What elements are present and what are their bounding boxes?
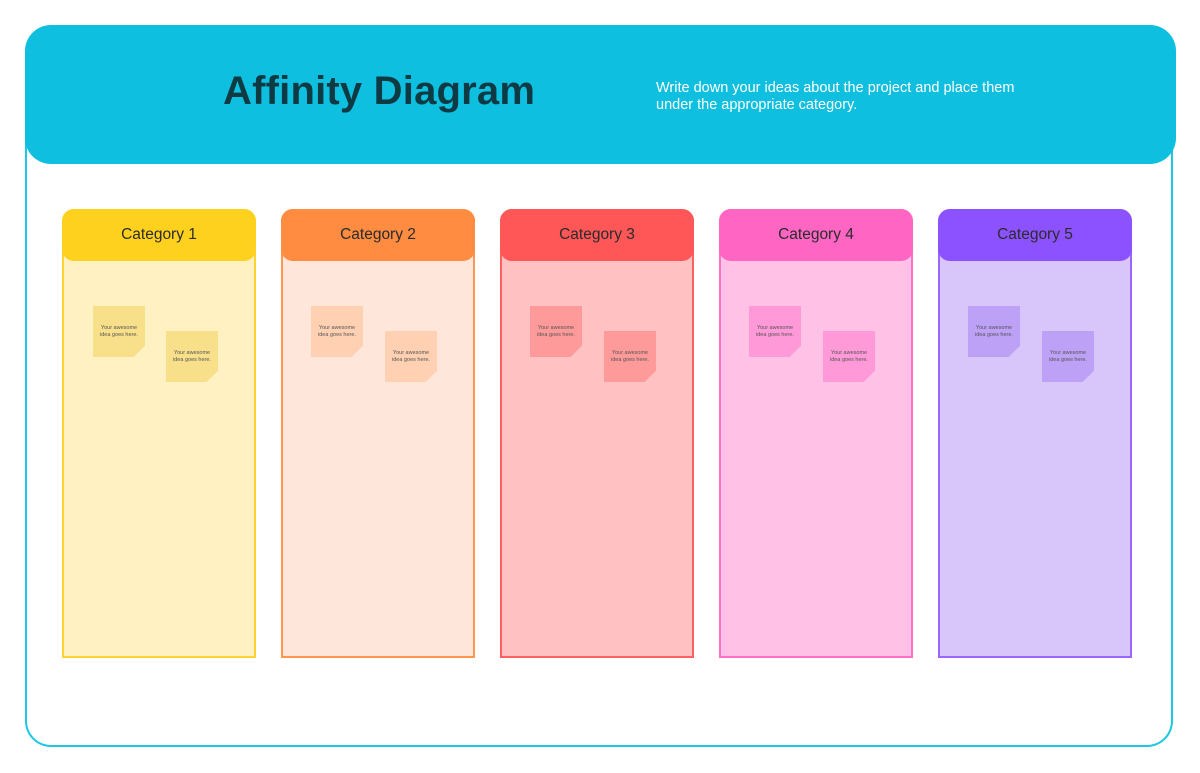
category-header[interactable]: Category 1: [62, 209, 256, 261]
category-column-2: Category 2 Your awesome idea goes here. …: [281, 209, 475, 658]
note-text: Your awesome idea goes here.: [100, 324, 138, 338]
sticky-note[interactable]: Your awesome idea goes here.: [968, 306, 1020, 357]
sticky-note[interactable]: Your awesome idea goes here.: [530, 306, 582, 357]
note-text: Your awesome idea goes here.: [392, 349, 430, 363]
category-column-1: Category 1 Your awesome idea goes here. …: [62, 209, 256, 658]
sticky-note[interactable]: Your awesome idea goes here.: [385, 331, 437, 382]
note-text: Your awesome idea goes here.: [975, 324, 1013, 338]
sticky-note[interactable]: Your awesome idea goes here.: [166, 331, 218, 382]
category-header[interactable]: Category 2: [281, 209, 475, 261]
sticky-note[interactable]: Your awesome idea goes here.: [823, 331, 875, 382]
sticky-note[interactable]: Your awesome idea goes here.: [1042, 331, 1094, 382]
note-text: Your awesome idea goes here.: [830, 349, 868, 363]
sticky-note[interactable]: Your awesome idea goes here.: [311, 306, 363, 357]
sticky-note[interactable]: Your awesome idea goes here.: [604, 331, 656, 382]
page-title: Affinity Diagram: [223, 69, 536, 113]
sticky-note[interactable]: Your awesome idea goes here.: [749, 306, 801, 357]
category-header[interactable]: Category 4: [719, 209, 913, 261]
instructions-text: Write down your ideas about the project …: [656, 80, 1015, 113]
sticky-note[interactable]: Your awesome idea goes here.: [93, 306, 145, 357]
note-text: Your awesome idea goes here.: [173, 349, 211, 363]
note-text: Your awesome idea goes here.: [756, 324, 794, 338]
category-column-5: Category 5 Your awesome idea goes here. …: [938, 209, 1132, 658]
category-column-3: Category 3 Your awesome idea goes here. …: [500, 209, 694, 658]
note-text: Your awesome idea goes here.: [537, 324, 575, 338]
category-header[interactable]: Category 3: [500, 209, 694, 261]
note-text: Your awesome idea goes here.: [1049, 349, 1087, 363]
note-text: Your awesome idea goes here.: [318, 324, 356, 338]
note-text: Your awesome idea goes here.: [611, 349, 649, 363]
category-column-4: Category 4 Your awesome idea goes here. …: [719, 209, 913, 658]
header-banner: [25, 25, 1176, 164]
category-header[interactable]: Category 5: [938, 209, 1132, 261]
